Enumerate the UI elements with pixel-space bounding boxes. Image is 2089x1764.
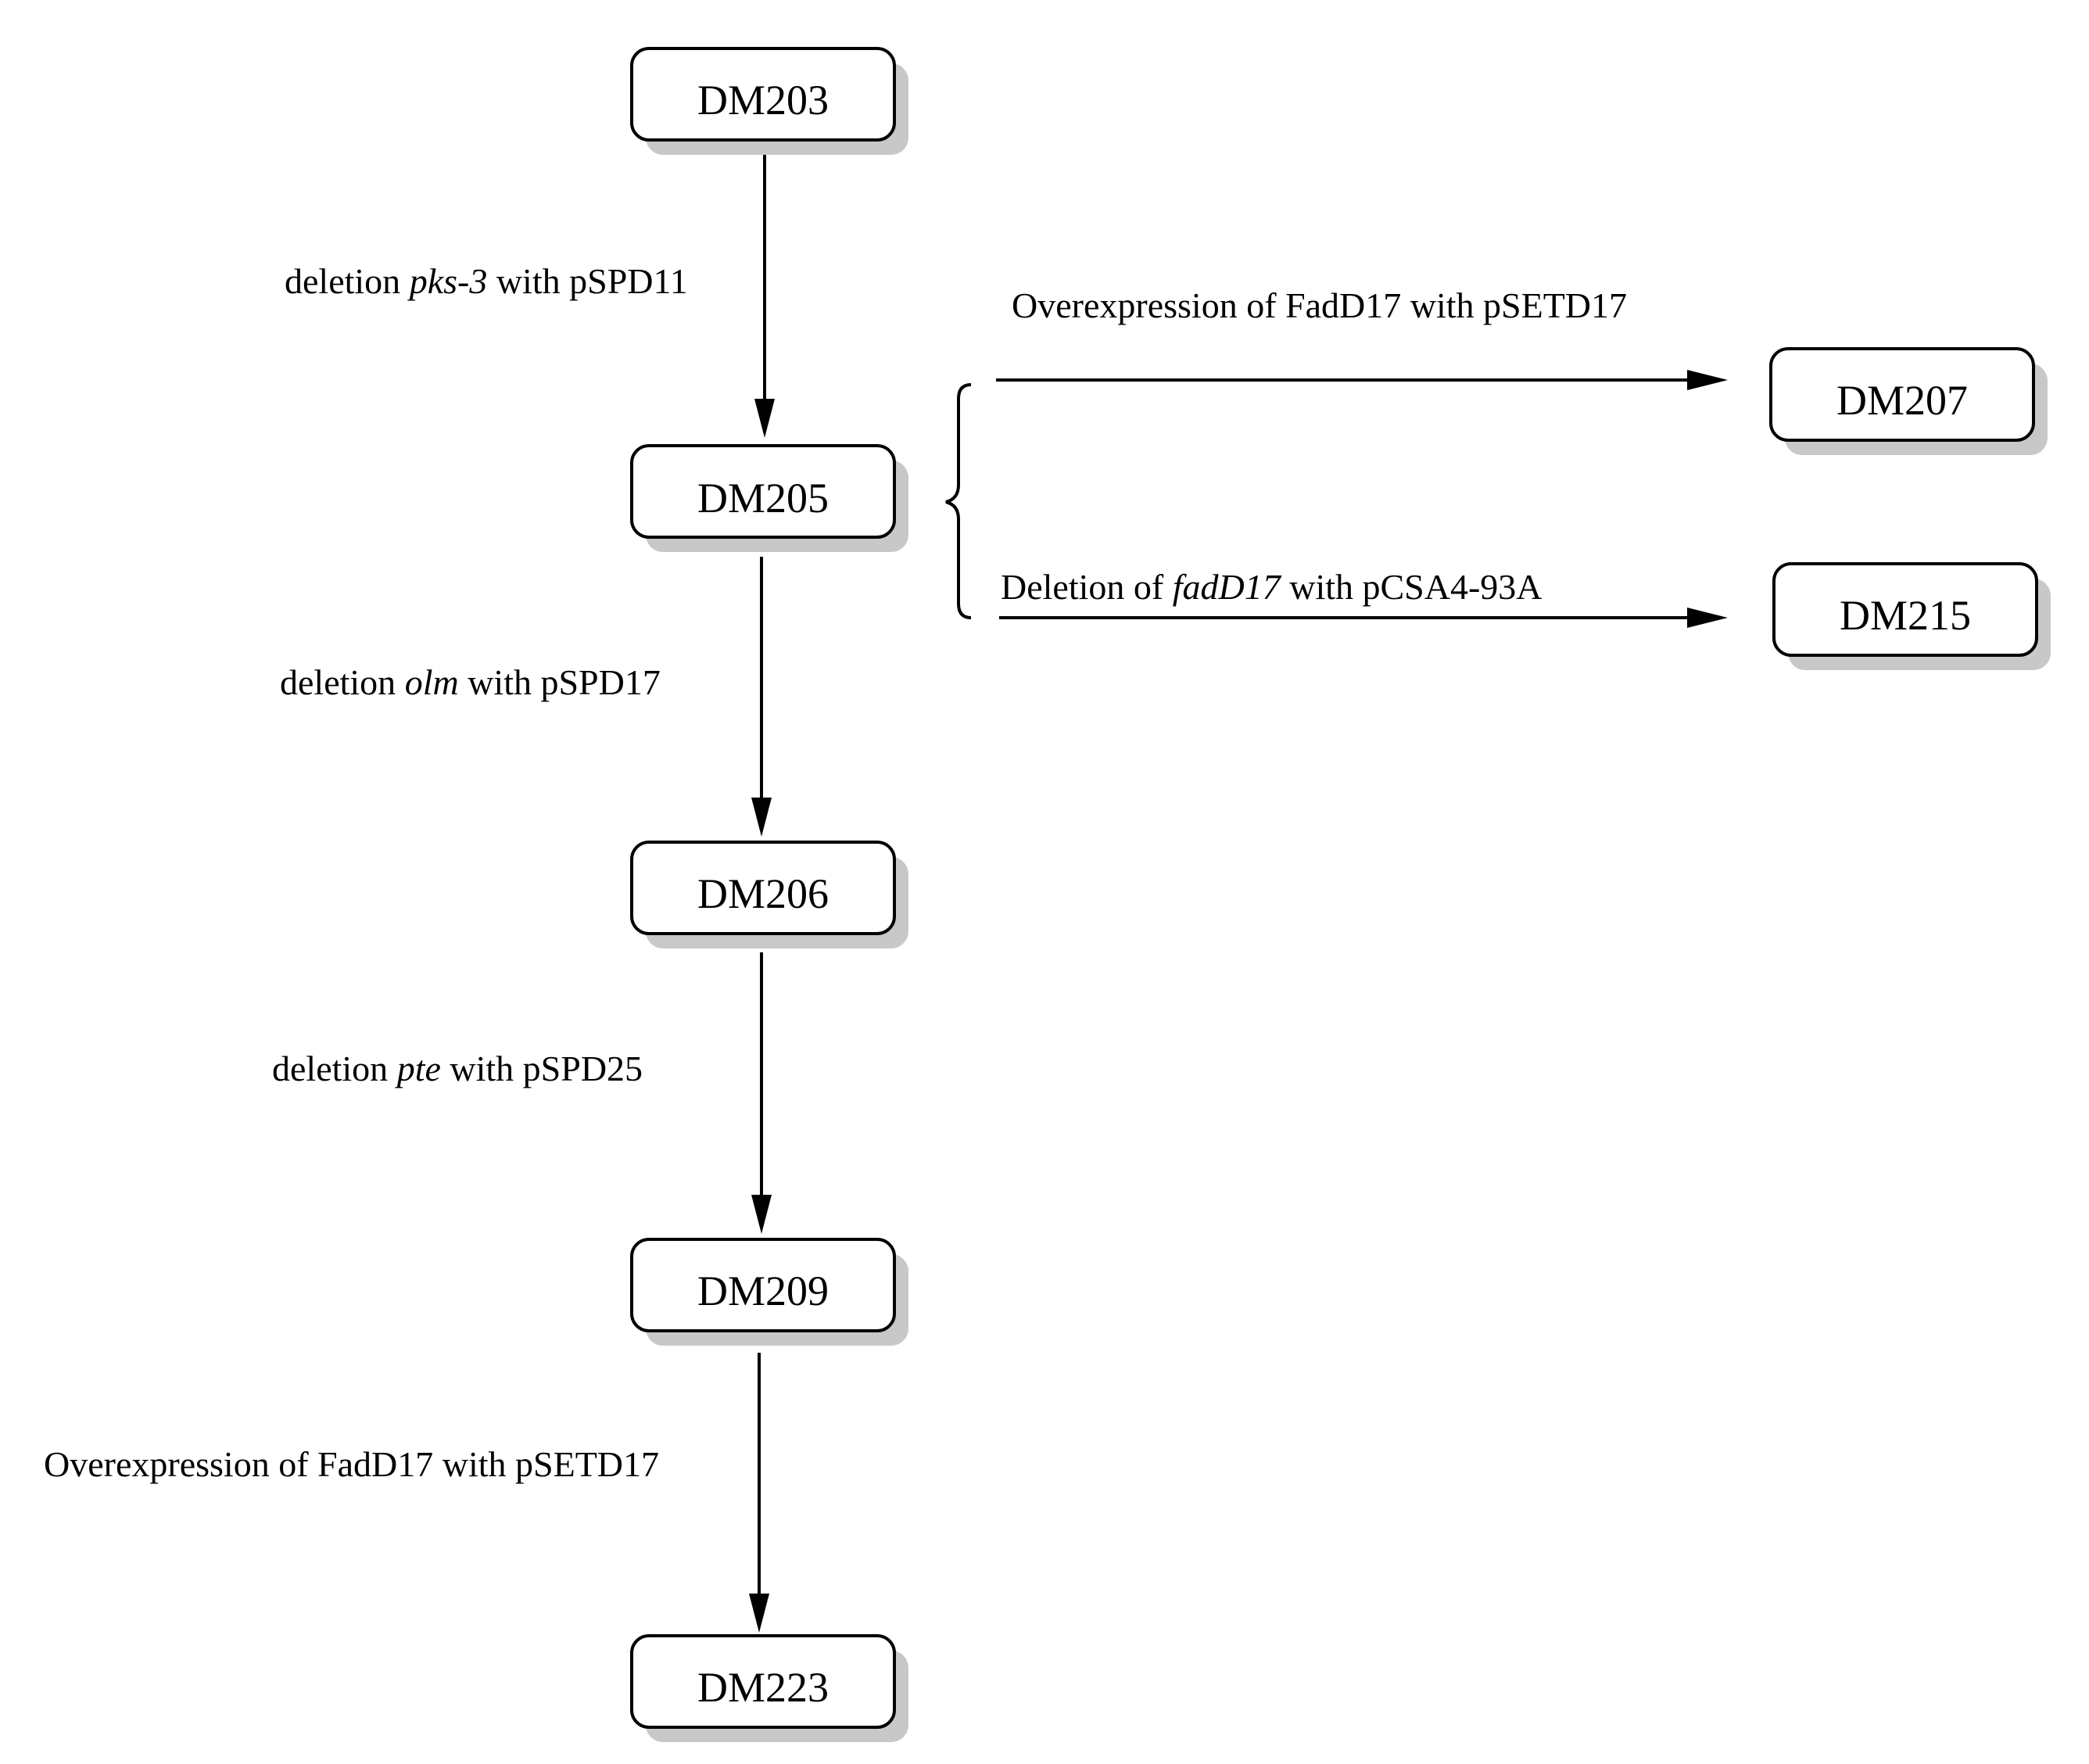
node-box <box>630 841 896 935</box>
node-dm203: DM203 <box>630 47 908 155</box>
edge-dm206-dm209: deletion pte with pSPD25 <box>272 952 772 1234</box>
node-label: DM207 <box>1836 377 1968 424</box>
edge-dm205-dm207: Overexpression of FadD17 with pSETD17 <box>996 285 1728 390</box>
node-dm206: DM206 <box>630 841 908 948</box>
arrowhead <box>754 399 775 438</box>
edge-label: Deletion of fadD17 with pCSA4-93A <box>1001 567 1543 607</box>
arrowhead <box>749 1594 769 1633</box>
edge-dm205-dm215: Deletion of fadD17 with pCSA4-93A <box>999 567 1728 628</box>
node-label: DM205 <box>697 475 829 522</box>
node-dm215: DM215 <box>1772 562 2051 670</box>
node-box <box>1772 562 2038 657</box>
edge-dm205-dm206: deletion olm with pSPD17 <box>280 557 772 837</box>
node-label: DM215 <box>1840 592 1971 639</box>
edge-dm209-dm223: Overexpression of FadD17 with pSETD17 <box>44 1353 769 1633</box>
node-box <box>630 444 896 539</box>
arrowhead <box>1687 370 1728 390</box>
edge-label: Overexpression of FadD17 with pSETD17 <box>1012 285 1627 325</box>
node-dm223: DM223 <box>630 1634 908 1742</box>
node-label: DM203 <box>697 77 829 124</box>
arrowhead <box>751 1195 772 1234</box>
node-label: DM223 <box>697 1664 829 1711</box>
node-box <box>630 47 896 142</box>
node-dm209: DM209 <box>630 1238 908 1346</box>
node-box <box>630 1238 896 1332</box>
branch-brace <box>945 383 972 619</box>
edge-label: deletion olm with pSPD17 <box>280 662 661 702</box>
node-label: DM209 <box>697 1267 829 1314</box>
edge-label: deletion pte with pSPD25 <box>272 1049 643 1088</box>
edge-dm203-dm205: deletion pks-3 with pSPD11 <box>285 155 775 438</box>
arrowhead <box>751 798 772 837</box>
node-label: DM206 <box>697 870 829 917</box>
edge-label: Overexpression of FadD17 with pSETD17 <box>44 1444 659 1484</box>
node-box <box>630 1634 896 1729</box>
edge-label: deletion pks-3 with pSPD11 <box>285 261 688 301</box>
arrowhead <box>1687 608 1728 628</box>
node-dm207: DM207 <box>1769 347 2048 455</box>
node-box <box>1769 347 2035 442</box>
node-dm205: DM205 <box>630 444 908 552</box>
